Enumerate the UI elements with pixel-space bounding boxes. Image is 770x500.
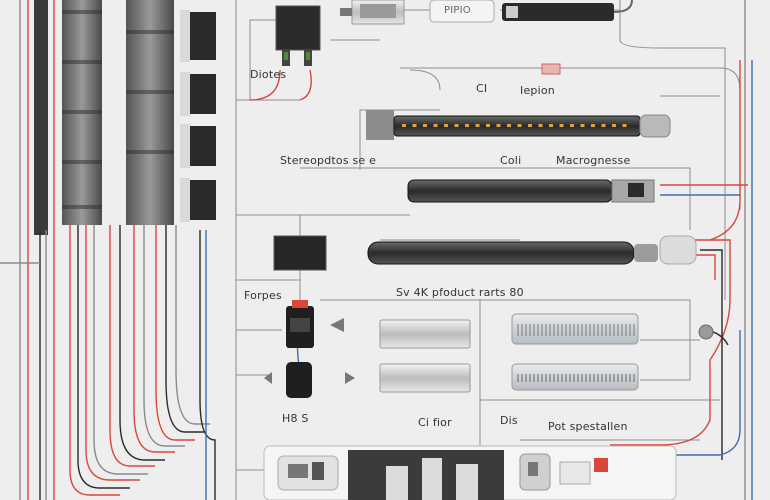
led-dot — [549, 124, 553, 127]
led-dot — [507, 124, 511, 127]
bottom-power-strip — [263, 445, 677, 500]
led-dot — [517, 124, 522, 127]
relay-box — [273, 235, 327, 271]
top-usb-module — [340, 0, 405, 25]
top-connector — [429, 0, 495, 23]
label-ci: CI — [476, 82, 488, 95]
label-coli: Coli — [500, 154, 522, 167]
label-stereop: Stereopdtos se e — [280, 154, 377, 167]
led-dot — [496, 124, 501, 127]
led-dot — [465, 124, 469, 127]
led-dot — [570, 124, 574, 127]
small-arrows — [264, 318, 355, 384]
label-pot-spestallen: Pot spestallen — [548, 420, 628, 433]
led-dot — [528, 124, 532, 127]
label-diotes: Diotes — [250, 68, 287, 81]
led-dot — [433, 124, 438, 127]
label-ci-fior: Ci fior — [418, 416, 452, 429]
led-dot — [486, 124, 490, 127]
label-iepion: Iepion — [520, 84, 555, 97]
led-bar-3 — [367, 235, 697, 265]
glass-panel-right-bottom — [511, 363, 639, 391]
glass-panel-right-top — [511, 313, 639, 345]
led-dot — [591, 124, 595, 127]
sensor-module-top — [286, 300, 314, 348]
top-dark-bar — [502, 0, 633, 21]
label-dis: Dis — [500, 414, 518, 427]
led-dot — [559, 124, 564, 127]
label-pfoduct: Sv 4K pfoduct rarts 80 — [396, 286, 524, 299]
led-dot — [601, 124, 606, 127]
silver-panel-left-bottom — [379, 363, 471, 393]
led-dot — [580, 124, 585, 127]
small-red-tag — [541, 63, 561, 75]
knob — [698, 324, 714, 340]
led-bar-2 — [407, 179, 655, 203]
led-dot — [612, 124, 616, 127]
led-dot — [444, 124, 448, 127]
label-forpes: Forpes — [244, 289, 282, 302]
sensor-module-bottom — [286, 362, 312, 398]
led-dot — [412, 124, 417, 127]
led-dot — [423, 124, 427, 127]
led-bar-1 — [366, 110, 671, 140]
label-h8s: H8 S — [282, 412, 309, 425]
left-rack — [34, 0, 216, 235]
connection-lines — [235, 0, 741, 500]
led-dot — [454, 124, 459, 127]
label-macrognesse: Macrognesse — [556, 154, 631, 167]
label-connector: PIPIO — [444, 5, 471, 16]
silver-panel-left-top — [379, 319, 471, 349]
led-dot — [475, 124, 480, 127]
top-switch-box — [275, 5, 321, 66]
left-wire-bundle — [0, 0, 216, 500]
led-dot — [538, 124, 543, 127]
right-wire-bundle — [249, 0, 753, 500]
led-dot — [402, 124, 406, 127]
led-dot — [622, 124, 627, 127]
